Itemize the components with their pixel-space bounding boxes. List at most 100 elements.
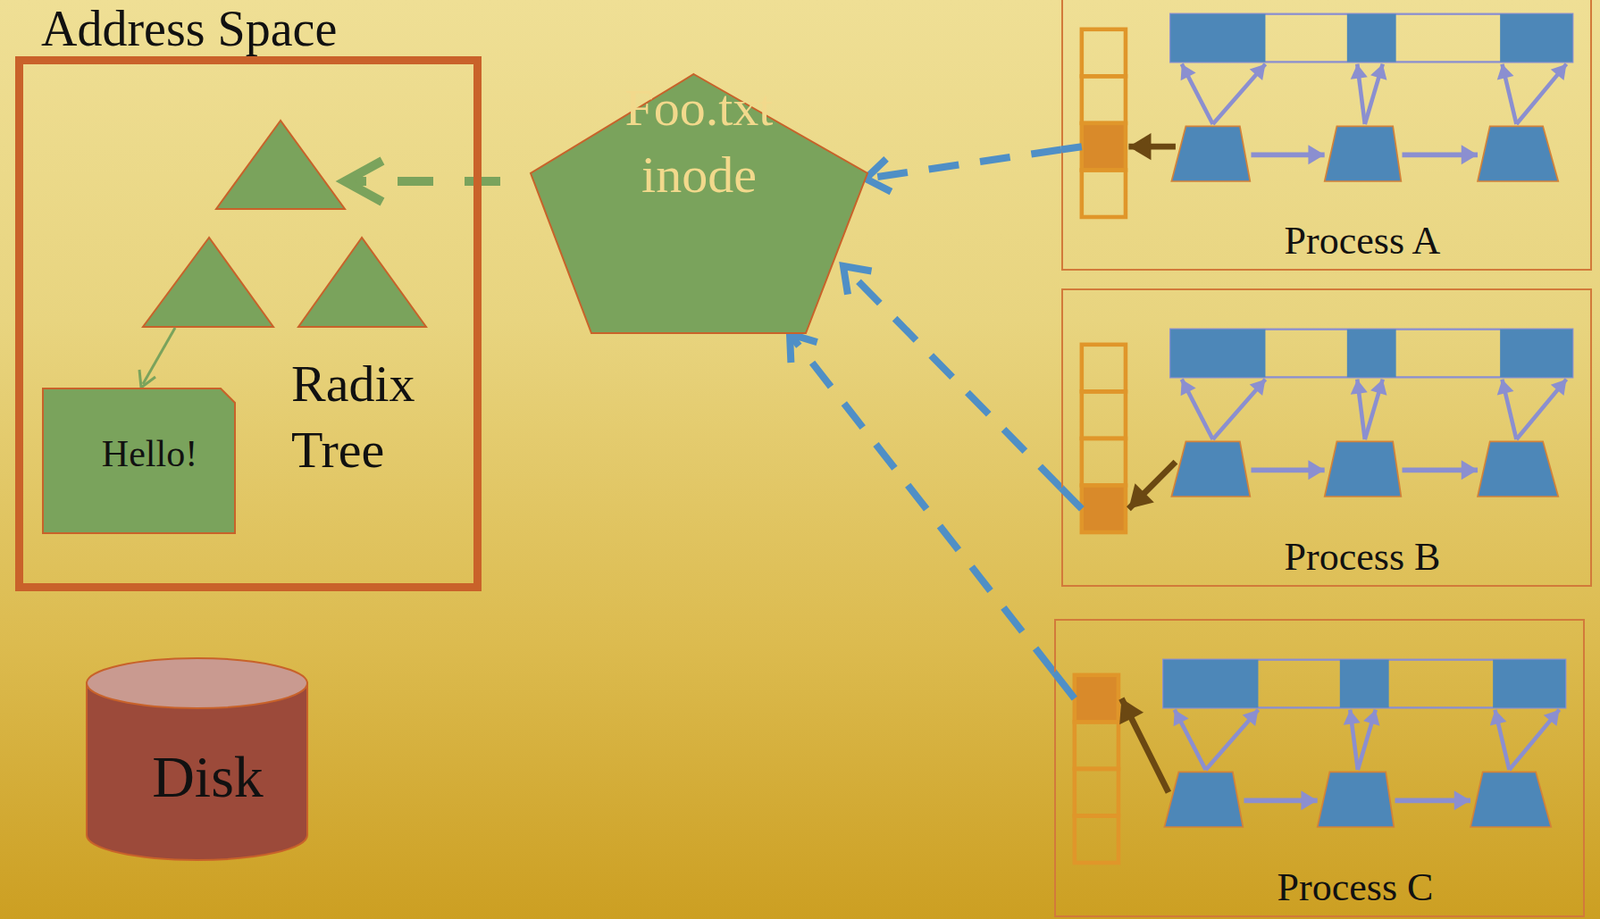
arrow-line	[1213, 379, 1266, 440]
fd-cell	[1081, 169, 1126, 218]
fd-cell	[1074, 815, 1119, 863]
fd-cell	[1074, 721, 1119, 770]
process-structures	[1081, 14, 1573, 218]
vma-node	[1477, 441, 1559, 497]
vma-bar	[1163, 660, 1566, 709]
arrow-head	[1300, 790, 1317, 811]
vma-node	[1171, 441, 1250, 497]
vma-segment	[1499, 14, 1573, 63]
disk-label: Disk	[84, 656, 331, 813]
arrow-head	[1181, 379, 1197, 397]
vma-segment	[1492, 660, 1566, 709]
process-label: Process B	[1134, 534, 1591, 582]
disk-cylinder: Disk	[84, 656, 331, 863]
vma-bar	[1170, 14, 1573, 63]
arrow-head	[1370, 64, 1387, 81]
arrow-head	[1350, 379, 1368, 395]
arrow-head	[1454, 790, 1471, 811]
vma-segment	[1347, 14, 1397, 63]
vma-segment	[1163, 660, 1258, 709]
process-structures	[1081, 329, 1573, 533]
vma-node	[1324, 441, 1402, 497]
arrow-head	[1550, 64, 1567, 81]
pentagon-outline	[530, 74, 868, 334]
process-label: Process C	[1127, 864, 1584, 913]
pointer-stub	[1061, 146, 1082, 150]
pointer-stub	[1061, 487, 1082, 509]
tree-node	[216, 120, 345, 210]
arrow-head	[1343, 710, 1361, 726]
fd-cell	[1081, 391, 1126, 439]
file-pointer	[843, 266, 1062, 488]
arrow-head	[1242, 710, 1259, 727]
tree-label: Radix Tree	[291, 351, 453, 484]
fd-cell	[1081, 438, 1126, 486]
pointer-head	[789, 334, 818, 363]
arrow-line	[1516, 64, 1567, 125]
vma-node	[1317, 771, 1395, 828]
arrow-head	[1497, 64, 1515, 81]
vma-segment	[1499, 329, 1573, 378]
fd-cell	[1081, 123, 1126, 171]
pointer-line	[843, 266, 1062, 488]
vma-node	[1470, 771, 1551, 828]
arrow-line	[1516, 379, 1567, 440]
process-label: Process A	[1134, 217, 1591, 266]
arrow-head	[1119, 698, 1144, 725]
arrow-head	[1128, 483, 1154, 509]
address-space-box: Address SpaceHello!	[15, 56, 482, 592]
fd-cell	[1081, 344, 1126, 393]
arrow-head	[1128, 133, 1151, 160]
vma-bar	[1170, 329, 1573, 378]
arrow-head	[1363, 710, 1380, 727]
tree-node	[142, 237, 274, 327]
page-box: Hello!	[42, 388, 257, 534]
arrow-head	[1461, 460, 1478, 480]
vma-node	[1171, 125, 1250, 182]
process-box: Process B	[1061, 288, 1592, 587]
tree-pointer	[139, 327, 176, 388]
vma-segment	[1347, 329, 1397, 378]
pointer-line	[789, 334, 1055, 673]
fd-cell	[1081, 29, 1126, 77]
arrow-line	[1128, 461, 1176, 510]
arrow-head	[1550, 379, 1567, 396]
arrow-line	[1213, 64, 1266, 125]
vma-segment	[1170, 329, 1265, 378]
fd-cell	[1074, 675, 1119, 723]
pointer-line	[865, 150, 1062, 179]
vma-segment	[1170, 14, 1265, 63]
region-heading: Address Space	[41, 1, 337, 58]
fd-cell	[1074, 769, 1119, 817]
arrow-head	[1181, 64, 1197, 82]
vma-node	[1324, 125, 1402, 182]
process-structures	[1074, 660, 1566, 863]
arrow-line	[1508, 710, 1559, 771]
cylinder-top	[86, 658, 308, 709]
inode-label: Foo.txt inode	[587, 74, 812, 209]
pointer-head	[865, 159, 891, 193]
process-box: Process C	[1054, 619, 1585, 918]
pointer-stub	[1054, 672, 1075, 699]
fd-cell	[1081, 75, 1126, 124]
arrow-head	[1307, 144, 1324, 165]
arrow-head	[1497, 379, 1515, 396]
arrow-head	[1543, 710, 1560, 727]
arrow-line	[1206, 710, 1259, 771]
inode-pentagon: Foo.txt inode	[530, 74, 868, 336]
vma-segment	[1340, 660, 1390, 709]
arrow-head	[1461, 144, 1478, 165]
pointer-head	[843, 266, 872, 295]
file-pointer	[865, 150, 1062, 193]
arrow-head	[1350, 64, 1368, 80]
arrow-head	[1173, 710, 1190, 728]
fd-cell	[1081, 485, 1126, 533]
arrow-head	[1249, 379, 1266, 396]
arrow-head	[1307, 460, 1324, 480]
vma-node	[1477, 125, 1559, 182]
page-text: Hello!	[42, 388, 257, 477]
tree-node	[298, 237, 427, 327]
arrow-head	[1490, 710, 1508, 727]
file-pointer	[789, 334, 1055, 673]
process-box: Process A	[1061, 0, 1592, 271]
